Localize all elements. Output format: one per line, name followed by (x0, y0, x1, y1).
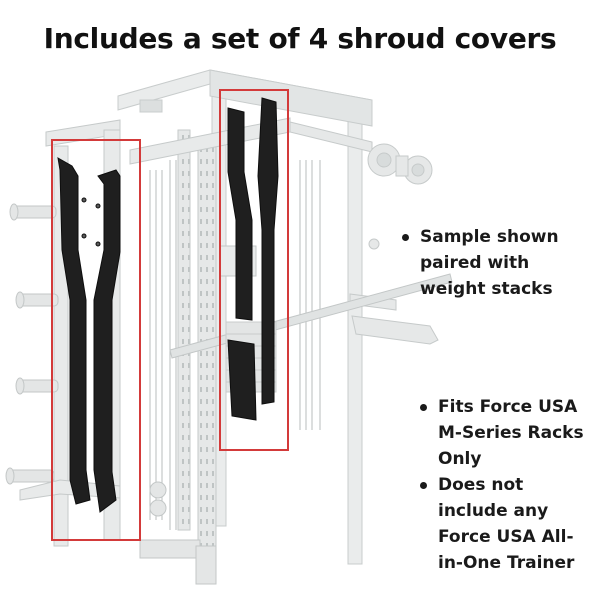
note-sample-shown: Sample shown paired with weight stacks (400, 224, 590, 302)
shroud-covers-right (227, 97, 279, 421)
plate-holders (139, 481, 217, 585)
rack-right-arms (289, 121, 439, 345)
notes-top-list: Sample shown paired with weight stacks (400, 224, 590, 302)
notes-bottom-list: Fits Force USA M-Series Racks Only Does … (418, 394, 593, 576)
rack-left-pegs (5, 203, 59, 485)
rack-upright-center (177, 129, 191, 531)
note-fits-m-series: Fits Force USA M-Series Racks Only (418, 394, 593, 472)
highlight-box-left (51, 139, 141, 541)
shroud-covers-left (57, 157, 121, 513)
page-title: Includes a set of 4 shroud covers (43, 22, 557, 55)
rack-front-upright (19, 117, 291, 571)
note-not-all-in-one: Does not include any Force USA All-in-On… (418, 472, 593, 576)
rack-cables (149, 160, 321, 530)
highlight-box-right (219, 89, 289, 451)
